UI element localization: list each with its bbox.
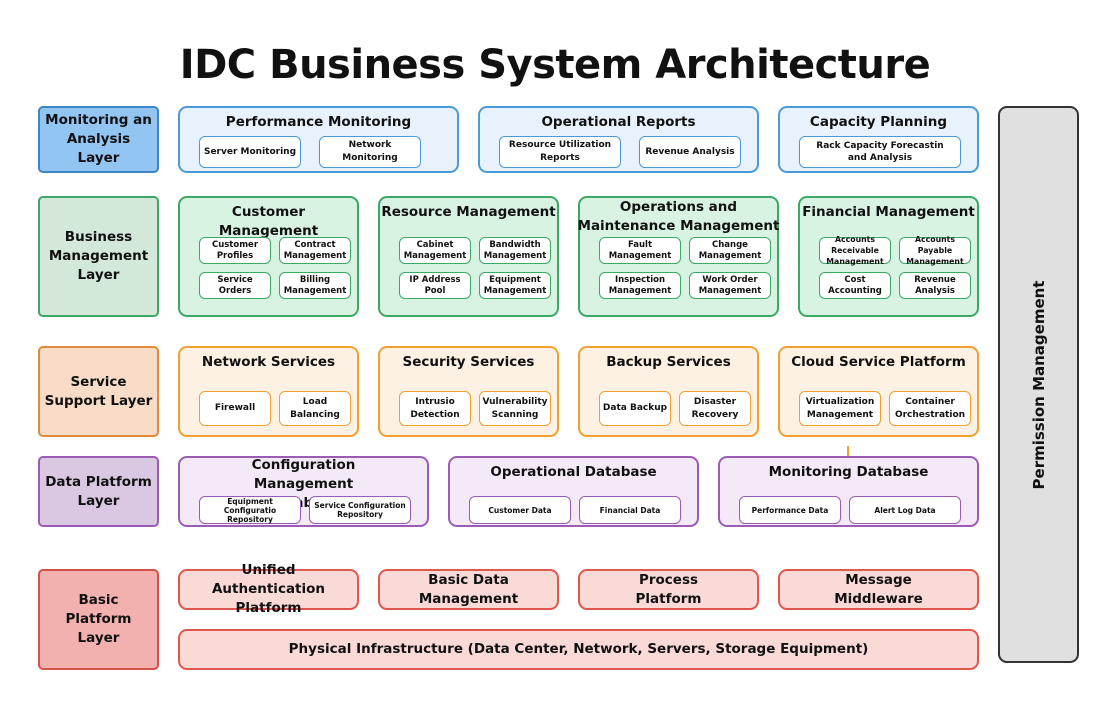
- item-disaster-recovery: Disaster Recovery: [679, 391, 751, 426]
- panel-security-services: Security Services Intrusio Detection Vul…: [378, 346, 559, 437]
- panel-resource-management: Resource Management Cabinet Management B…: [378, 196, 559, 317]
- item-fault-management: Fault Management: [599, 237, 681, 264]
- item-revenue-analysis-finance: Revenue Analysis: [899, 272, 971, 299]
- panel-title: Network Services: [201, 354, 336, 370]
- item-contract-management: Contract Management: [279, 237, 351, 264]
- panel-unified-authentication-platform: Unified Authentication Platform: [178, 562, 359, 616]
- item-billing-management: Billing Management: [279, 272, 351, 299]
- item-accounts-receivable-management: Accounts Receivable Management: [819, 235, 891, 266]
- panel-configuration-management-database: Configuration Management Database Equipm…: [178, 456, 429, 527]
- item-revenue-analysis: Revenue Analysis: [639, 136, 741, 168]
- layer-label-business: Business Management Layer: [38, 196, 159, 317]
- item-customer-profiles: Customer Profiles: [199, 237, 271, 264]
- item-service-configuration-repository: Service Configuration Repository: [309, 496, 411, 524]
- panel-title: Operational Reports: [541, 114, 696, 130]
- layer-label-monitoring: Monitoring an Analysis Layer: [38, 106, 159, 173]
- panel-title: Security Services: [402, 354, 535, 370]
- item-load-balancing: Load Balancing: [279, 391, 351, 426]
- panel-title: Monitoring Database: [768, 464, 929, 480]
- panel-customer-management: Customer Management Customer Profiles Co…: [178, 196, 359, 317]
- panel-operational-reports: Operational Reports Resource Utilization…: [478, 106, 759, 173]
- panel-title: Performance Monitoring: [225, 114, 412, 130]
- item-container-orchestration: Container Orchestration: [889, 391, 971, 426]
- item-ip-address-pool: IP Address Pool: [399, 272, 471, 299]
- item-customer-data: Customer Data: [469, 496, 571, 524]
- panel-cloud-service-platform: Cloud Service Platform Virtualization Ma…: [778, 346, 979, 437]
- item-performance-data: Performance Data: [739, 496, 841, 524]
- connector-line: [847, 446, 849, 456]
- panel-message-middleware: Message Middleware: [778, 569, 979, 610]
- item-virtualization-management: Virtualization Management: [799, 391, 881, 426]
- item-accounts-payable-management: Accounts Payable Management: [899, 235, 971, 266]
- item-equipment-management: Equipment Management: [479, 272, 551, 299]
- item-service-orders: Service Orders: [199, 272, 271, 299]
- diagram-title: IDC Business System Architecture: [179, 42, 931, 88]
- item-alert-log-data: Alert Log Data: [849, 496, 961, 524]
- item-network-monitoring: Network Monitoring: [319, 136, 421, 168]
- item-server-monitoring: Server Monitoring: [199, 136, 301, 168]
- item-resource-utilization-reports: Resource Utilization Reports: [499, 136, 621, 168]
- item-equipment-configuration-repository: Equipment Configuratio Repository: [199, 496, 301, 524]
- panel-physical-infrastructure: Physical Infrastructure (Data Center, Ne…: [178, 629, 979, 670]
- panel-title: Resource Management: [381, 204, 556, 220]
- permission-management-label: Permission Management: [1029, 280, 1048, 489]
- item-cost-accounting: Cost Accounting: [819, 272, 891, 299]
- panel-operations-maintenance-management: Operations and Maintenance Management Fa…: [578, 196, 779, 317]
- item-change-management: Change Management: [689, 237, 771, 264]
- panel-monitoring-database: Monitoring Database Performance Data Ale…: [718, 456, 979, 527]
- panel-network-services: Network Services Firewall Load Balancing: [178, 346, 359, 437]
- item-cabinet-management: Cabinet Management: [399, 237, 471, 264]
- panel-performance-monitoring: Performance Monitoring Server Monitoring…: [178, 106, 459, 173]
- panel-backup-services: Backup Services Data Backup Disaster Rec…: [578, 346, 759, 437]
- permission-management-bar: Permission Management: [998, 106, 1079, 663]
- panel-financial-management: Financial Management Accounts Receivable…: [798, 196, 979, 317]
- panel-title: Capacity Planning: [809, 114, 948, 130]
- panel-title: Operations and Maintenance Management: [577, 199, 780, 234]
- panel-title: Backup Services: [606, 354, 731, 370]
- item-data-backup: Data Backup: [599, 391, 671, 426]
- item-inspection-management: Inspection Management: [599, 272, 681, 299]
- layer-label-service: Service Support Layer: [38, 346, 159, 437]
- panel-basic-data-management: Basic Data Management: [378, 569, 559, 610]
- item-vulnerability-scanning: Vulnerability Scanning: [479, 391, 551, 426]
- item-intrusion-detection: Intrusio Detection: [399, 391, 471, 426]
- item-firewall: Firewall: [199, 391, 271, 426]
- item-work-order-management: Work Order Management: [689, 272, 771, 299]
- panel-title: Customer Management: [218, 204, 319, 239]
- panel-operational-database: Operational Database Customer Data Finan…: [448, 456, 699, 527]
- layer-label-data: Data Platform Layer: [38, 456, 159, 527]
- item-financial-data: Financial Data: [579, 496, 681, 524]
- panel-capacity-planning: Capacity Planning Rack Capacity Forecast…: [778, 106, 979, 173]
- panel-title: Operational Database: [490, 464, 657, 480]
- item-bandwidth-management: Bandwidth Management: [479, 237, 551, 264]
- panel-process-platform: Process Platform: [578, 569, 759, 610]
- layer-label-basic: Basic Platform Layer: [38, 569, 159, 670]
- panel-title: Financial Management: [802, 204, 975, 220]
- panel-title: Cloud Service Platform: [791, 354, 966, 370]
- item-rack-capacity-forecasting: Rack Capacity Forecastin and Analysis: [799, 136, 961, 168]
